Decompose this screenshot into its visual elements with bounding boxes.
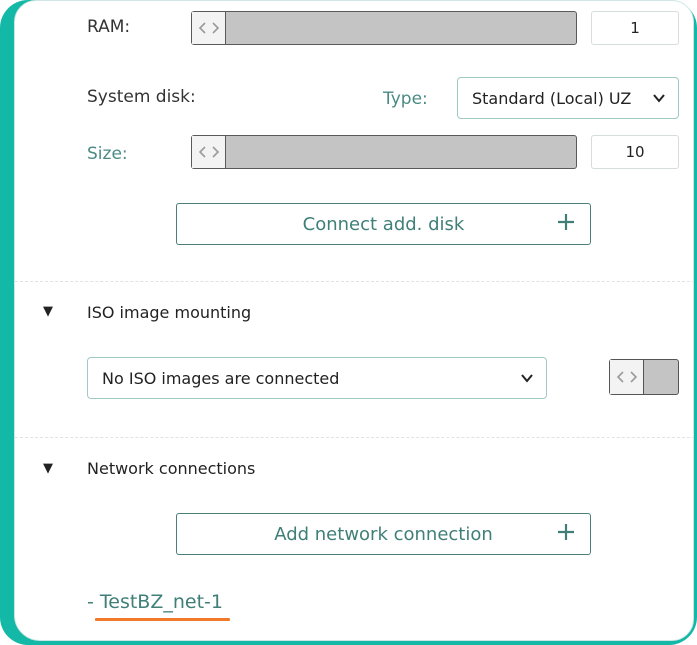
ram-value-field[interactable]: 1 <box>591 11 679 45</box>
disk-type-value: Standard (Local) UZ <box>472 88 632 108</box>
highlight-underline <box>95 618 230 621</box>
network-section-title: Network connections <box>87 459 256 478</box>
collapse-triangle-icon[interactable]: ▼ <box>43 304 53 319</box>
network-connection-item[interactable]: - TestBZ_net-1 <box>87 591 223 613</box>
slider-handle-icon[interactable] <box>192 136 226 168</box>
connect-disk-label: Connect add. disk <box>302 213 465 235</box>
iso-image-select[interactable]: No ISO images are connected <box>87 357 547 399</box>
connect-disk-button[interactable]: Connect add. disk <box>176 203 591 245</box>
plus-icon <box>556 522 576 547</box>
chevron-down-icon <box>652 90 666 109</box>
add-network-button[interactable]: Add network connection <box>176 513 591 555</box>
plus-icon <box>556 212 576 237</box>
section-divider <box>15 281 693 282</box>
toggle-handle-icon[interactable] <box>610 360 644 394</box>
disk-size-slider[interactable] <box>191 135 577 169</box>
chevron-down-icon <box>520 370 534 389</box>
disk-type-label: Type: <box>383 89 428 109</box>
ram-label: RAM: <box>87 17 131 37</box>
disk-type-select[interactable]: Standard (Local) UZ <box>457 77 679 119</box>
iso-toggle[interactable] <box>609 359 679 395</box>
disk-size-label: Size: <box>87 144 128 164</box>
ram-slider[interactable] <box>191 11 577 45</box>
add-network-label: Add network connection <box>274 523 493 545</box>
section-divider <box>15 437 693 438</box>
iso-select-value: No ISO images are connected <box>102 368 340 388</box>
disk-size-field[interactable]: 10 <box>591 135 679 169</box>
iso-section-title: ISO image mounting <box>87 303 252 322</box>
slider-handle-icon[interactable] <box>192 12 226 44</box>
collapse-triangle-icon[interactable]: ▼ <box>43 461 53 476</box>
system-disk-label: System disk: <box>87 87 196 107</box>
vm-config-panel: RAM: 1 System disk: Type: Standard (Loca… <box>14 0 694 641</box>
